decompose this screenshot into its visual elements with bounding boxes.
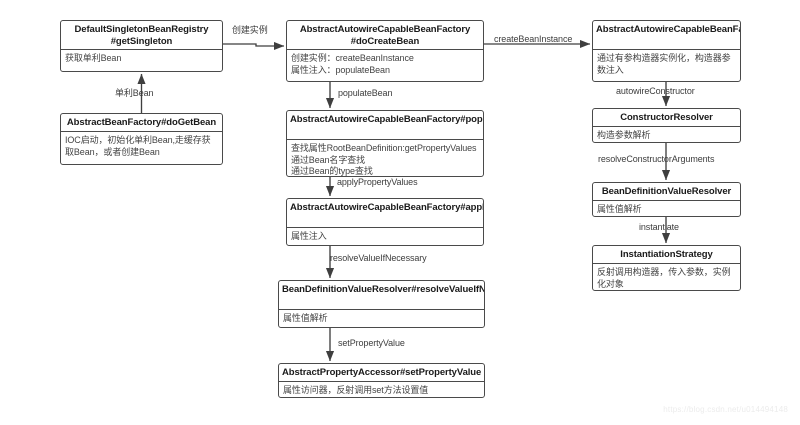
node-body: 反射调用构造器，传入参数，实例化对象 [597,267,731,289]
node-title: AbstractAutowireCapableBeanFactory#autow… [593,21,740,50]
node-title: AbstractAutowireCapableBeanFactory#apply… [287,199,483,228]
node-body: 通过有参构造器实例化，构造器参数注入 [597,53,731,75]
node-body: 构造参数解析 [597,130,651,140]
node-title: BeanDefinitionValueResolver [593,183,740,201]
edge-label-instantiate: instantiate [639,222,679,232]
edge-label-create-instance: 创建实例 [232,25,268,35]
node-title: AbstractAutowireCapableBeanFactory #doCr… [287,21,483,50]
node-body: 属性值解析 [597,204,642,214]
edge-label-resolve-constructor-arguments: resolveConstructorArguments [598,154,715,164]
node-title: DefaultSingletonBeanRegistry #getSinglet… [61,21,222,50]
node-title: InstantiationStrategy [593,246,740,264]
node-title: ConstructorResolver [593,109,740,127]
node-autowire-constructor[interactable]: AbstractAutowireCapableBeanFactory#autow… [592,20,741,82]
node-body: 属性注入 [291,231,327,241]
node-title: AbstractAutowireCapableBeanFactory#popul… [287,111,483,140]
edge-label-apply-property-values: applyPropertyValues [337,177,418,187]
node-title: AbstractBeanFactory#doGetBean [61,114,222,132]
node-body: 获取单利Bean [65,53,122,63]
node-do-create-bean[interactable]: AbstractAutowireCapableBeanFactory #doCr… [286,20,484,82]
node-body: 创建实例：createBeanInstance 属性注入：populateBea… [291,53,414,75]
node-default-singleton-bean-registry[interactable]: DefaultSingletonBeanRegistry #getSinglet… [60,20,223,72]
node-set-property-value[interactable]: AbstractPropertyAccessor#setPropertyValu… [278,363,485,398]
node-abstract-bean-factory-do-get-bean[interactable]: AbstractBeanFactory#doGetBean IOC启动，初始化单… [60,113,223,165]
node-body: 属性访问器，反射调用set方法设置值 [283,385,429,395]
watermark: https://blog.csdn.net/u014494148 [663,405,788,414]
node-title: BeanDefinitionValueResolver#resolveValue… [279,281,484,310]
node-body: 查找属性RootBeanDefinition:getPropertyValues… [291,143,477,176]
edge-label-set-property-value: setPropertyValue [338,338,405,348]
node-resolve-value-if-necessary[interactable]: BeanDefinitionValueResolver#resolveValue… [278,280,485,328]
edge-label-singleton-bean: 单利Bean [115,88,154,98]
node-populate-bean[interactable]: AbstractAutowireCapableBeanFactory#popul… [286,110,484,177]
edge-label-populate-bean: populateBean [338,88,393,98]
edge-create-instance [223,41,285,51]
edge-label-autowire-constructor: autowireConstructor [616,86,695,96]
edge-label-create-bean-instance: createBeanInstance [494,34,573,44]
node-constructor-resolver[interactable]: ConstructorResolver 构造参数解析 [592,108,741,143]
node-title: AbstractPropertyAccessor#setPropertyValu… [279,364,484,382]
node-instantiation-strategy[interactable]: InstantiationStrategy 反射调用构造器，传入参数，实例化对象 [592,245,741,291]
node-bean-definition-value-resolver[interactable]: BeanDefinitionValueResolver 属性值解析 [592,182,741,217]
node-body: 属性值解析 [283,313,328,323]
node-apply-property-values[interactable]: AbstractAutowireCapableBeanFactory#apply… [286,198,484,246]
node-body: IOC启动，初始化单利Bean,走缓存获取Bean，或者创建Bean [65,135,211,157]
edge-label-resolve-value-if-necessary: resolveValueIfNecessary [330,253,427,263]
